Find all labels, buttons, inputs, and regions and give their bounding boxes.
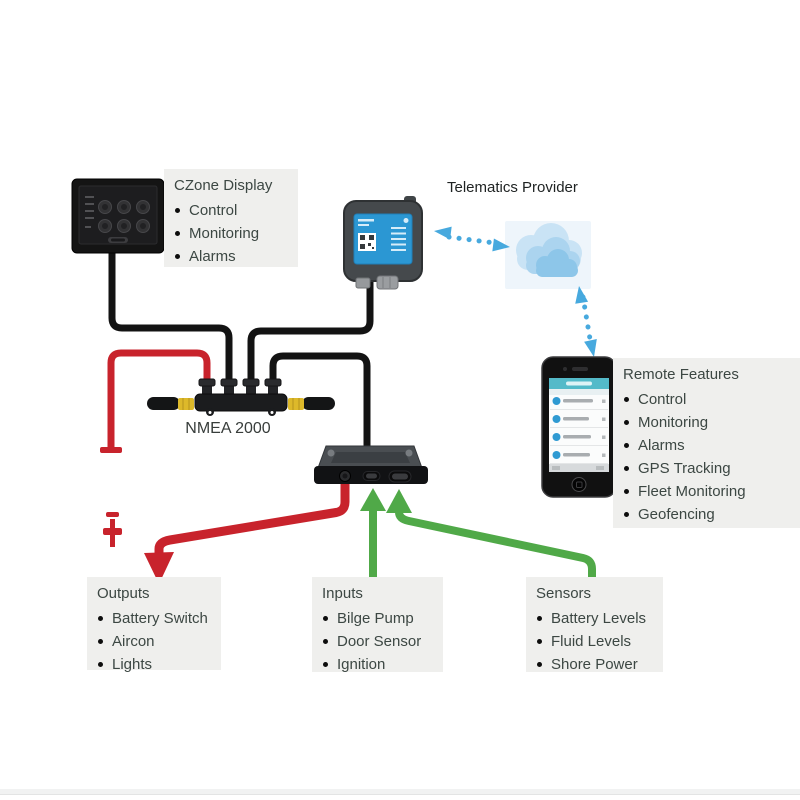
power-terminal-icon (100, 447, 122, 453)
phone-device (541, 356, 617, 498)
sensor-arrow (386, 489, 596, 578)
bullet-icon (175, 231, 180, 236)
sensors-title: Sensors (536, 585, 592, 602)
display-buttons (98, 200, 150, 233)
czone-display-list: Control Monitoring Alarms (174, 199, 288, 268)
bullet-icon (175, 208, 180, 213)
bullet-icon (98, 662, 103, 667)
bullet-icon (175, 254, 180, 259)
bullet-icon (537, 662, 542, 667)
remote-features-box: Remote Features Control Monitoring Alarm… (613, 358, 800, 528)
control-module-device (314, 445, 428, 484)
list-item: Geofencing (623, 503, 800, 526)
bullet-icon (323, 662, 328, 667)
backbone-to-module-cable (269, 352, 371, 450)
czone-display-title: CZone Display (174, 177, 273, 194)
bullet-icon (323, 639, 328, 644)
list-item: Control (623, 388, 800, 411)
list-item: Fleet Monitoring (623, 480, 800, 503)
cloud-phone-arrow (575, 286, 597, 357)
backbone-top-ports (198, 378, 282, 397)
power-cable (107, 349, 211, 449)
list-item: Shore Power (536, 653, 653, 676)
phone-app-list (550, 397, 608, 464)
fuse-icon (103, 512, 122, 547)
bullet-icon (624, 420, 629, 425)
telematics-to-backbone-cable (247, 280, 374, 382)
telematics-cloud-arrow (434, 226, 510, 252)
list-item: Aircon (97, 630, 211, 653)
sensors-list: Battery Levels Fluid Levels Shore Power (536, 607, 653, 676)
bullet-icon (624, 489, 629, 494)
list-item: GPS Tracking (623, 457, 800, 480)
phone-home-button (571, 477, 587, 492)
output-arrow (144, 483, 350, 584)
outputs-box: Outputs Battery Switch Aircon Lights (87, 577, 221, 673)
inputs-title: Inputs (322, 585, 363, 602)
module-connectors (339, 470, 412, 483)
remote-features-title: Remote Features (623, 366, 739, 383)
bullet-icon (537, 639, 542, 644)
list-item: Alarms (623, 434, 800, 457)
list-item: Fluid Levels (536, 630, 653, 653)
bullet-icon (323, 616, 328, 621)
list-item: Battery Switch (97, 607, 211, 630)
czone-display-box: CZone Display Control Monitoring Alarms (164, 169, 298, 267)
inputs-list: Bilge Pump Door Sensor Ignition (322, 607, 433, 676)
nmea-backbone (147, 378, 335, 416)
sensors-box: Sensors Battery Levels Fluid Levels Shor… (526, 577, 663, 673)
bullet-icon (98, 639, 103, 644)
list-item: Bilge Pump (322, 607, 433, 630)
list-item: Battery Levels (536, 607, 653, 630)
display-to-backbone-cable (108, 250, 233, 382)
bullet-icon (624, 512, 629, 517)
telematics-device (343, 196, 423, 290)
telematics-connectors (355, 275, 399, 290)
remote-features-list: Control Monitoring Alarms GPS Tracking F… (623, 388, 800, 526)
inputs-box: Inputs Bilge Pump Door Sensor Ignition (312, 577, 443, 673)
bullet-icon (624, 397, 629, 402)
outputs-list: Battery Switch Aircon Lights (97, 607, 211, 676)
list-item: Monitoring (174, 222, 288, 245)
outputs-title: Outputs (97, 585, 150, 602)
list-item: Ignition (322, 653, 433, 676)
bullet-icon (98, 616, 103, 621)
bullet-icon (624, 443, 629, 448)
telematics-provider-label: Telematics Provider (447, 179, 578, 196)
list-item: Alarms (174, 245, 288, 268)
qr-code-icon (358, 233, 376, 251)
list-item: Monitoring (623, 411, 800, 434)
backbone-yellow-connectors (178, 398, 304, 410)
list-item: Lights (97, 653, 211, 676)
czone-display-device (71, 178, 165, 254)
phone-screen (549, 378, 609, 472)
bullet-icon (624, 466, 629, 471)
page-bottom-divider (0, 789, 800, 795)
bullet-icon (537, 616, 542, 621)
list-item: Control (174, 199, 288, 222)
nmea-2000-label: NMEA 2000 (185, 420, 271, 437)
cloud-icon (505, 221, 591, 289)
list-item: Door Sensor (322, 630, 433, 653)
input-arrow (360, 488, 386, 578)
